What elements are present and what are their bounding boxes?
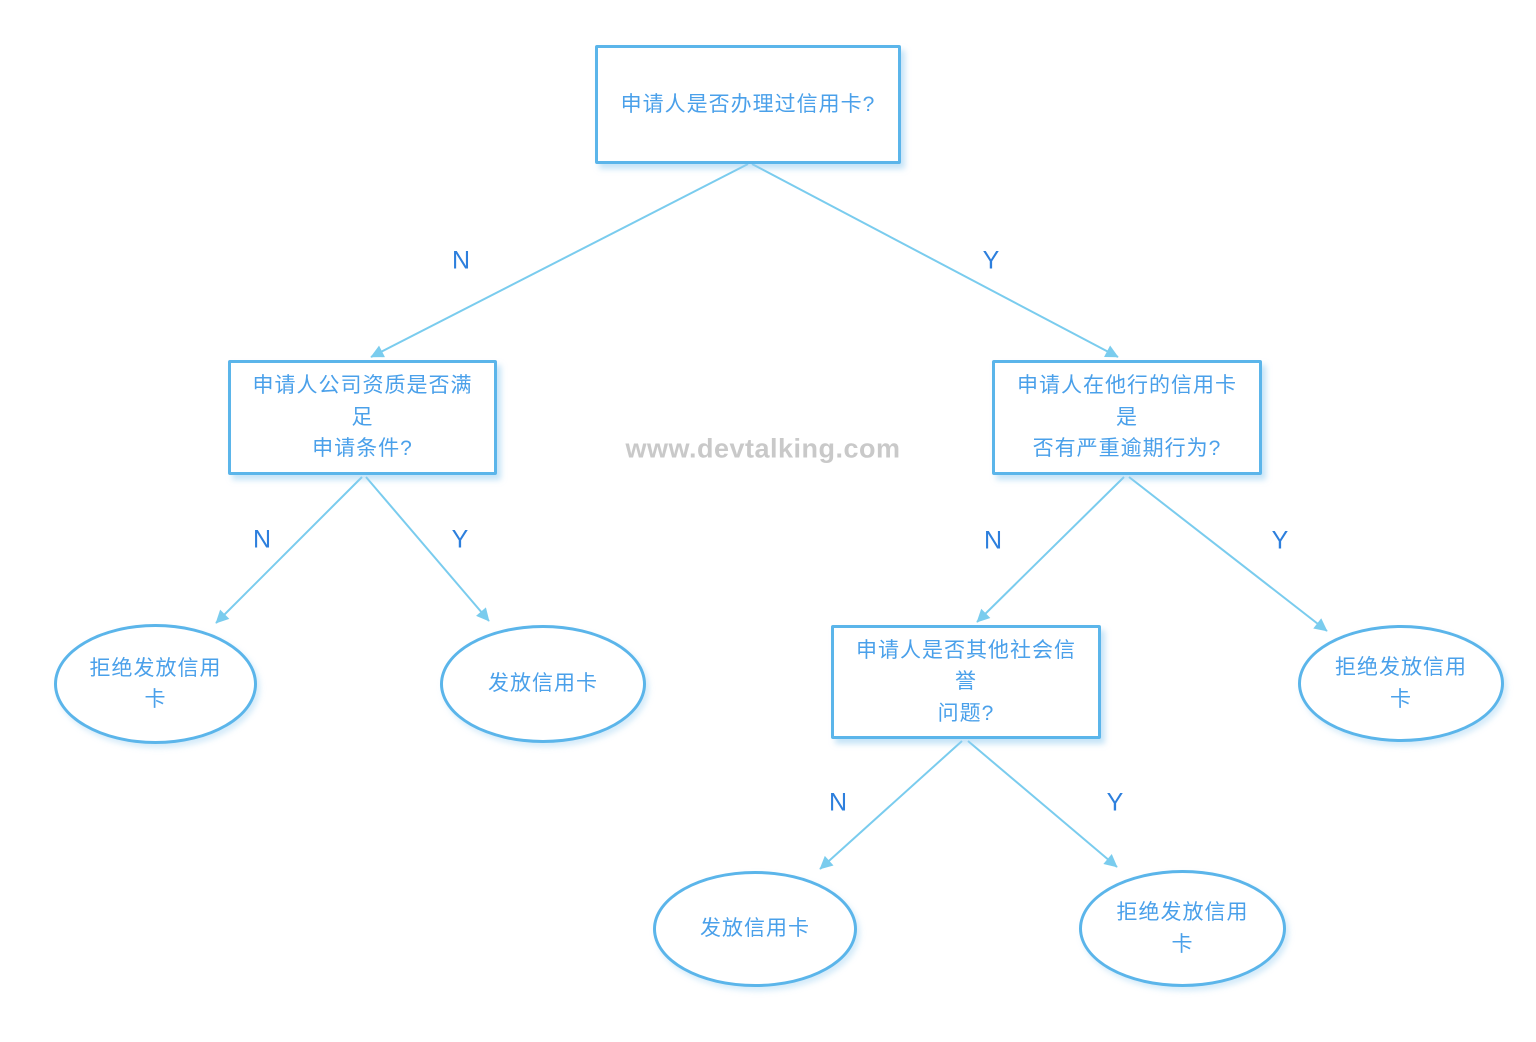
- edge-overdue-no: [976, 476, 1125, 623]
- edge-label-company-yes: Y: [451, 525, 469, 554]
- edge-label-root-yes: Y: [982, 246, 1000, 275]
- watermark: www.devtalking.com: [625, 433, 901, 464]
- edge-root-no: [370, 163, 749, 358]
- node-label: 拒绝发放信用 卡: [1321, 652, 1481, 715]
- decision-node-social-credit: 申请人是否其他社会信誉 问题?: [831, 625, 1101, 739]
- end-node-reject-right: 拒绝发放信用 卡: [1298, 625, 1504, 742]
- node-label-line: 否有严重逾期行为?: [1032, 437, 1222, 461]
- node-label: 发放信用卡: [474, 668, 612, 700]
- node-label-line: 申请条件?: [312, 437, 413, 461]
- decision-node-overdue-behavior: 申请人在他行的信用卡是 否有严重逾期行为?: [992, 360, 1262, 475]
- node-label: 申请人是否其他社会信誉 问题?: [834, 635, 1098, 730]
- edge-label-social-yes: Y: [1106, 788, 1124, 817]
- edge-company-no: [215, 476, 363, 624]
- edge-label-overdue-no: N: [983, 526, 1003, 555]
- end-node-issue-left: 发放信用卡: [440, 625, 646, 743]
- end-node-reject-left: 拒绝发放信用 卡: [54, 624, 257, 744]
- node-label-line: 申请人公司资质是否满足: [252, 374, 473, 429]
- node-label-line: 卡: [144, 688, 167, 711]
- decision-node-company-qualification: 申请人公司资质是否满足 申请条件?: [228, 360, 497, 475]
- end-node-issue-bottom: 发放信用卡: [653, 871, 857, 987]
- node-label-line: 发放信用卡: [700, 917, 810, 941]
- edge-social-yes: [967, 740, 1118, 868]
- node-label-line: 拒绝发放信用: [1335, 656, 1467, 679]
- edge-label-overdue-yes: Y: [1271, 526, 1289, 555]
- node-label-line: 拒绝发放信用: [1116, 901, 1249, 924]
- node-label-line: 申请人是否办理过信用卡?: [620, 92, 876, 116]
- edge-company-yes: [365, 476, 490, 622]
- edge-overdue-yes: [1128, 476, 1328, 632]
- edge-root-yes: [751, 163, 1119, 358]
- node-label: 发放信用卡: [686, 913, 824, 945]
- node-label-line: 卡: [1171, 932, 1194, 956]
- node-label: 申请人公司资质是否满足 申请条件?: [231, 370, 494, 465]
- node-label-line: 申请人是否其他社会信誉: [856, 638, 1076, 694]
- edge-label-company-no: N: [252, 525, 272, 554]
- node-label: 拒绝发放信用 卡: [76, 653, 236, 716]
- edge-label-root-no: N: [451, 246, 471, 275]
- node-label-line: 发放信用卡: [488, 672, 598, 696]
- node-label: 申请人在他行的信用卡是 否有严重逾期行为?: [995, 370, 1259, 465]
- node-label-line: 问题?: [937, 701, 995, 725]
- node-label: 拒绝发放信用 卡: [1103, 897, 1263, 960]
- end-node-reject-bottom: 拒绝发放信用 卡: [1079, 870, 1286, 987]
- node-label-line: 卡: [1390, 687, 1412, 711]
- node-label-line: 拒绝发放信用: [89, 656, 222, 680]
- decision-node-applied-before: 申请人是否办理过信用卡?: [595, 45, 901, 164]
- edge-social-no: [819, 740, 963, 870]
- node-label-line: 申请人在他行的信用卡是: [1017, 374, 1237, 429]
- node-label: 申请人是否办理过信用卡?: [607, 89, 890, 121]
- edge-label-social-no: N: [828, 788, 848, 817]
